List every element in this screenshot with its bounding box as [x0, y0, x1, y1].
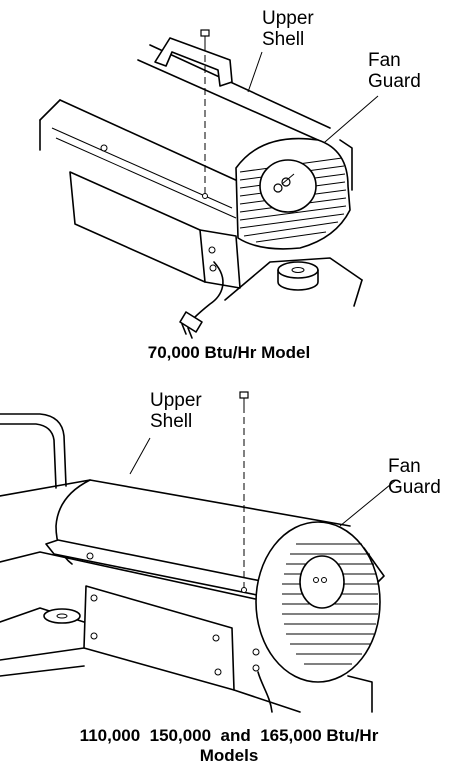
heater-70000-drawing	[39, 29, 379, 339]
shell-seam-2	[55, 137, 237, 219]
lower-housing-end	[199, 229, 241, 289]
plug-prong-2	[187, 327, 193, 339]
fan-guard	[255, 521, 385, 683]
cord-screw	[252, 648, 260, 656]
fan-guard-leader	[317, 95, 379, 149]
housing-screw-3	[212, 634, 220, 642]
cylinder-top-edge	[0, 479, 351, 527]
shell-back-edge	[39, 99, 61, 121]
plug-prong-1	[181, 323, 187, 335]
shell-side-edge	[59, 99, 241, 183]
power-cord	[257, 671, 273, 713]
housing-screw-2	[209, 264, 217, 272]
housing-screw-1	[90, 594, 98, 602]
fan-guard-leader	[339, 479, 397, 527]
upper-shell-label: Upper Shell	[262, 8, 314, 50]
base-frame-bottom	[0, 665, 85, 677]
lower-housing-panel	[69, 171, 206, 283]
cord-grommet	[252, 664, 260, 672]
heater-110000-drawing	[0, 391, 397, 713]
carry-handle	[154, 37, 233, 87]
rubber-foot	[43, 608, 81, 624]
screw-hole	[202, 193, 208, 199]
floor-plate-corner	[353, 279, 363, 307]
figure-caption-70000: 70,000 Btu/Hr Model	[147, 343, 311, 362]
rubber-foot	[277, 261, 319, 291]
side-rail	[45, 539, 267, 597]
floor-plate-edge	[224, 257, 363, 301]
heater-70000-figure: Upper Shell Fan Guard	[0, 0, 458, 340]
rear-handle-inner	[0, 423, 57, 489]
housing-screw-1	[208, 246, 216, 254]
screw	[239, 391, 249, 406]
upper-shell-top-edge	[149, 44, 331, 129]
fan-guard-label: Fan Guard	[388, 456, 441, 498]
plug-body	[179, 311, 203, 333]
lower-housing-panel	[83, 585, 235, 691]
rear-handle-outer	[0, 413, 67, 487]
screw	[200, 29, 210, 44]
figure-caption-110000: 110,000 150,000 and 165,000 Btu/Hr Model…	[79, 726, 379, 765]
base-frame-right	[233, 689, 301, 713]
base-frame-corner	[347, 675, 373, 713]
fan-guard-tab-right	[363, 547, 385, 583]
shell-fastener	[100, 144, 108, 152]
fan-guard	[235, 137, 353, 250]
fan-guard-label: Fan Guard	[368, 50, 421, 92]
upper-shell-label: Upper Shell	[150, 390, 202, 432]
screw-hole	[241, 587, 247, 593]
shell-seam-1	[51, 127, 233, 209]
housing-screw-4	[214, 668, 222, 676]
upper-shell-ridge	[137, 59, 319, 141]
housing-screw-2	[90, 632, 98, 640]
upper-shell-leader	[247, 51, 263, 93]
power-cord	[193, 261, 224, 319]
rail-fastener	[86, 552, 94, 560]
heater-110000-figure: Upper Shell Fan Guard	[0, 376, 458, 716]
upper-shell-leader	[129, 437, 151, 475]
base-frame-lower	[0, 647, 85, 661]
cylinder-bottom-edge	[0, 551, 261, 601]
